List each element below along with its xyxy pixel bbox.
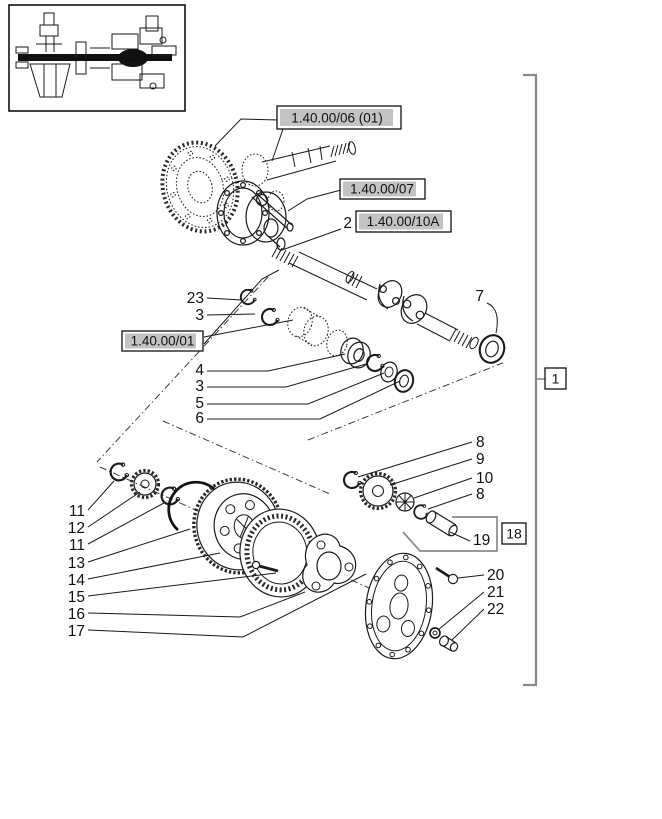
plug-bolt-part xyxy=(439,635,459,652)
group-ref-number: 1 xyxy=(552,371,560,387)
callout-20: 20 xyxy=(487,567,505,584)
callout-15: 15 xyxy=(68,589,85,606)
callout-10: 10 xyxy=(476,470,494,487)
callout-13: 13 xyxy=(68,555,85,572)
callout-21: 21 xyxy=(487,584,504,601)
ref-label-axle-shaft[interactable]: 1.40.00/10A xyxy=(355,210,452,233)
seal-ring-part xyxy=(478,334,506,364)
ref-label-top-assembly[interactable]: 1.40.00/06 (01) xyxy=(276,105,402,130)
callout-8b: 8 xyxy=(476,486,485,503)
sun-gear-part xyxy=(129,468,161,500)
reference-labels: 1.40.00/06 (01) 1.40.00/07 1.40.00/10A 1… xyxy=(121,105,527,552)
splined-bushing-part xyxy=(395,492,415,512)
callout-9: 9 xyxy=(476,451,485,468)
ref-label-housing[interactable]: 1.40.00/01 xyxy=(121,330,204,352)
ref-label-differential-text: 1.40.00/07 xyxy=(350,182,414,197)
snap-ring-part xyxy=(363,351,386,375)
callout-12: 12 xyxy=(68,520,85,537)
snap-ring-part xyxy=(107,460,131,484)
callout-19-bracket xyxy=(402,516,498,552)
large-snap-ring-part xyxy=(167,480,215,532)
ref-label-axle-shaft-text: 1.40.00/10A xyxy=(367,214,440,229)
figure-ref-18-text: 18 xyxy=(506,526,522,542)
callout-5: 5 xyxy=(195,395,204,412)
callout-16: 16 xyxy=(68,606,85,623)
callout-3: 3 xyxy=(195,307,204,324)
bevel-pinion-shaft-drawing xyxy=(241,141,356,187)
ref-label-differential[interactable]: 1.40.00/07 xyxy=(339,178,426,200)
callout-11b: 11 xyxy=(69,537,85,554)
axle-assembly-thumbnail-inset xyxy=(8,4,186,112)
callout-3b: 3 xyxy=(195,378,204,395)
callout-numbers: 2 23 3 4 3 5 6 7 8 9 10 8 19 11 12 11 13… xyxy=(68,215,505,640)
callout-17: 17 xyxy=(68,623,85,640)
ref-label-top-assembly-text: 1.40.00/06 (01) xyxy=(291,111,383,126)
callout-6: 6 xyxy=(195,410,204,427)
axle-shaft-u-joint-drawing xyxy=(271,245,479,350)
flange-bolt-part xyxy=(435,566,459,585)
seal-part xyxy=(393,369,415,393)
pinion-pin-part xyxy=(425,510,458,537)
leader-lines xyxy=(87,118,498,641)
bearing-parts-row xyxy=(237,286,415,393)
group-1-bracket: 1 xyxy=(523,73,567,687)
callout-11: 11 xyxy=(69,503,85,520)
hub-flange-group xyxy=(364,552,459,660)
callout-19: 19 xyxy=(473,532,490,549)
stud-bolt-part xyxy=(251,560,279,573)
callout-22: 22 xyxy=(487,601,504,618)
washer-small-part xyxy=(429,627,441,639)
open-washer-part xyxy=(340,468,363,492)
figure-ref-18-box[interactable]: 18 xyxy=(501,522,527,545)
group-ref-box[interactable] xyxy=(544,367,567,390)
bushing-dotted-part xyxy=(287,306,348,357)
washer-part xyxy=(380,361,398,383)
crown-gear-differential-drawing xyxy=(160,140,294,251)
support-plate-part xyxy=(302,533,357,593)
planet-gear-part xyxy=(358,471,398,511)
callout-7: 7 xyxy=(475,288,484,305)
snap-ring-part xyxy=(237,286,258,308)
callout-23: 23 xyxy=(187,290,204,307)
callout-4: 4 xyxy=(195,362,204,379)
ref-label-housing-text: 1.40.00/01 xyxy=(131,334,195,349)
callout-8: 8 xyxy=(476,434,485,451)
planet-pinion-cluster xyxy=(340,468,458,537)
callout-2: 2 xyxy=(343,215,352,232)
callout-14: 14 xyxy=(68,572,86,589)
